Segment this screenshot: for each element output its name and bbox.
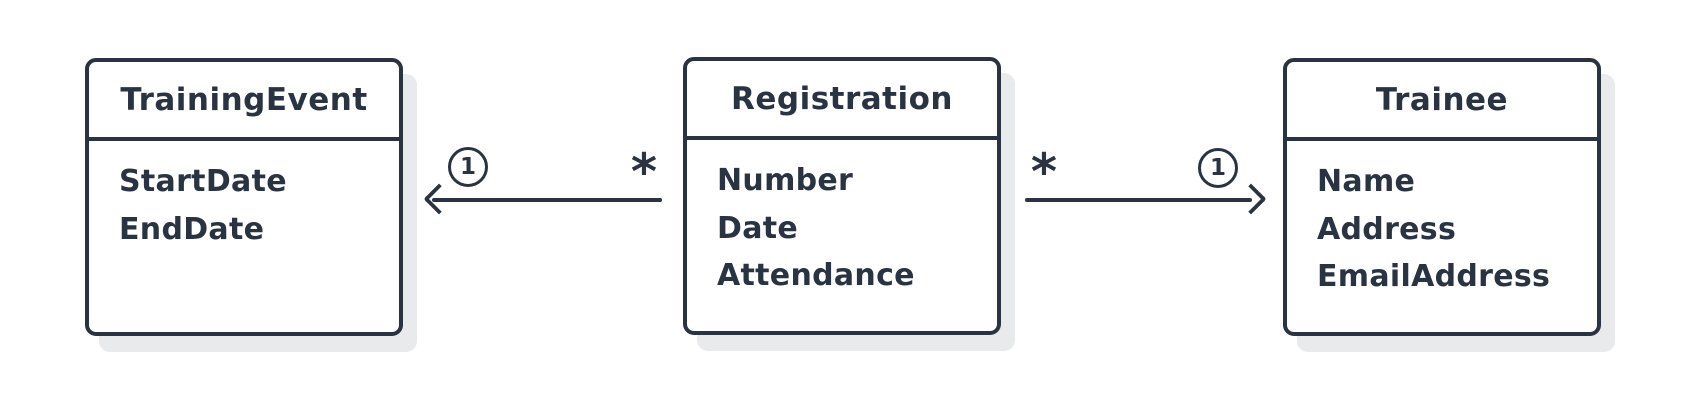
arrowhead-left-icon bbox=[423, 183, 455, 215]
entity-attribute: EndDate bbox=[119, 211, 265, 247]
entity-registration[interactable]: Registration Number Date Attendance bbox=[683, 57, 1001, 335]
relationship-line bbox=[432, 198, 662, 202]
entity-title: TrainingEvent bbox=[89, 62, 399, 141]
entity-training-event[interactable]: TrainingEvent StartDate EndDate bbox=[85, 58, 403, 336]
entity-attribute-list: Number Date Attendance bbox=[687, 140, 997, 292]
entity-title: Trainee bbox=[1287, 62, 1597, 141]
multiplicity-one-label: 1 bbox=[459, 154, 476, 180]
entity-attribute: StartDate bbox=[119, 164, 287, 199]
entity-attribute: Number bbox=[717, 163, 854, 198]
multiplicity-one-badge: 1 bbox=[448, 147, 488, 187]
multiplicity-many-label: * bbox=[1030, 143, 1058, 201]
entity-attribute: Address bbox=[1317, 211, 1457, 247]
entity-attribute: Name bbox=[1317, 164, 1416, 199]
entity-attribute: Date bbox=[717, 210, 799, 246]
arrowhead-right-icon bbox=[1235, 183, 1267, 215]
multiplicity-one-badge: 1 bbox=[1198, 148, 1238, 188]
entity-attribute: Attendance bbox=[717, 258, 915, 293]
entity-attribute-list: StartDate EndDate bbox=[89, 141, 399, 245]
relationship-line bbox=[1025, 198, 1252, 202]
entity-attribute-list: Name Address EmailAddress bbox=[1287, 141, 1597, 293]
entity-title: Registration bbox=[687, 61, 997, 140]
multiplicity-many-label: * bbox=[630, 143, 658, 201]
entity-trainee[interactable]: Trainee Name Address EmailAddress bbox=[1283, 58, 1601, 336]
multiplicity-one-label: 1 bbox=[1209, 155, 1226, 181]
entity-attribute: EmailAddress bbox=[1317, 259, 1551, 294]
